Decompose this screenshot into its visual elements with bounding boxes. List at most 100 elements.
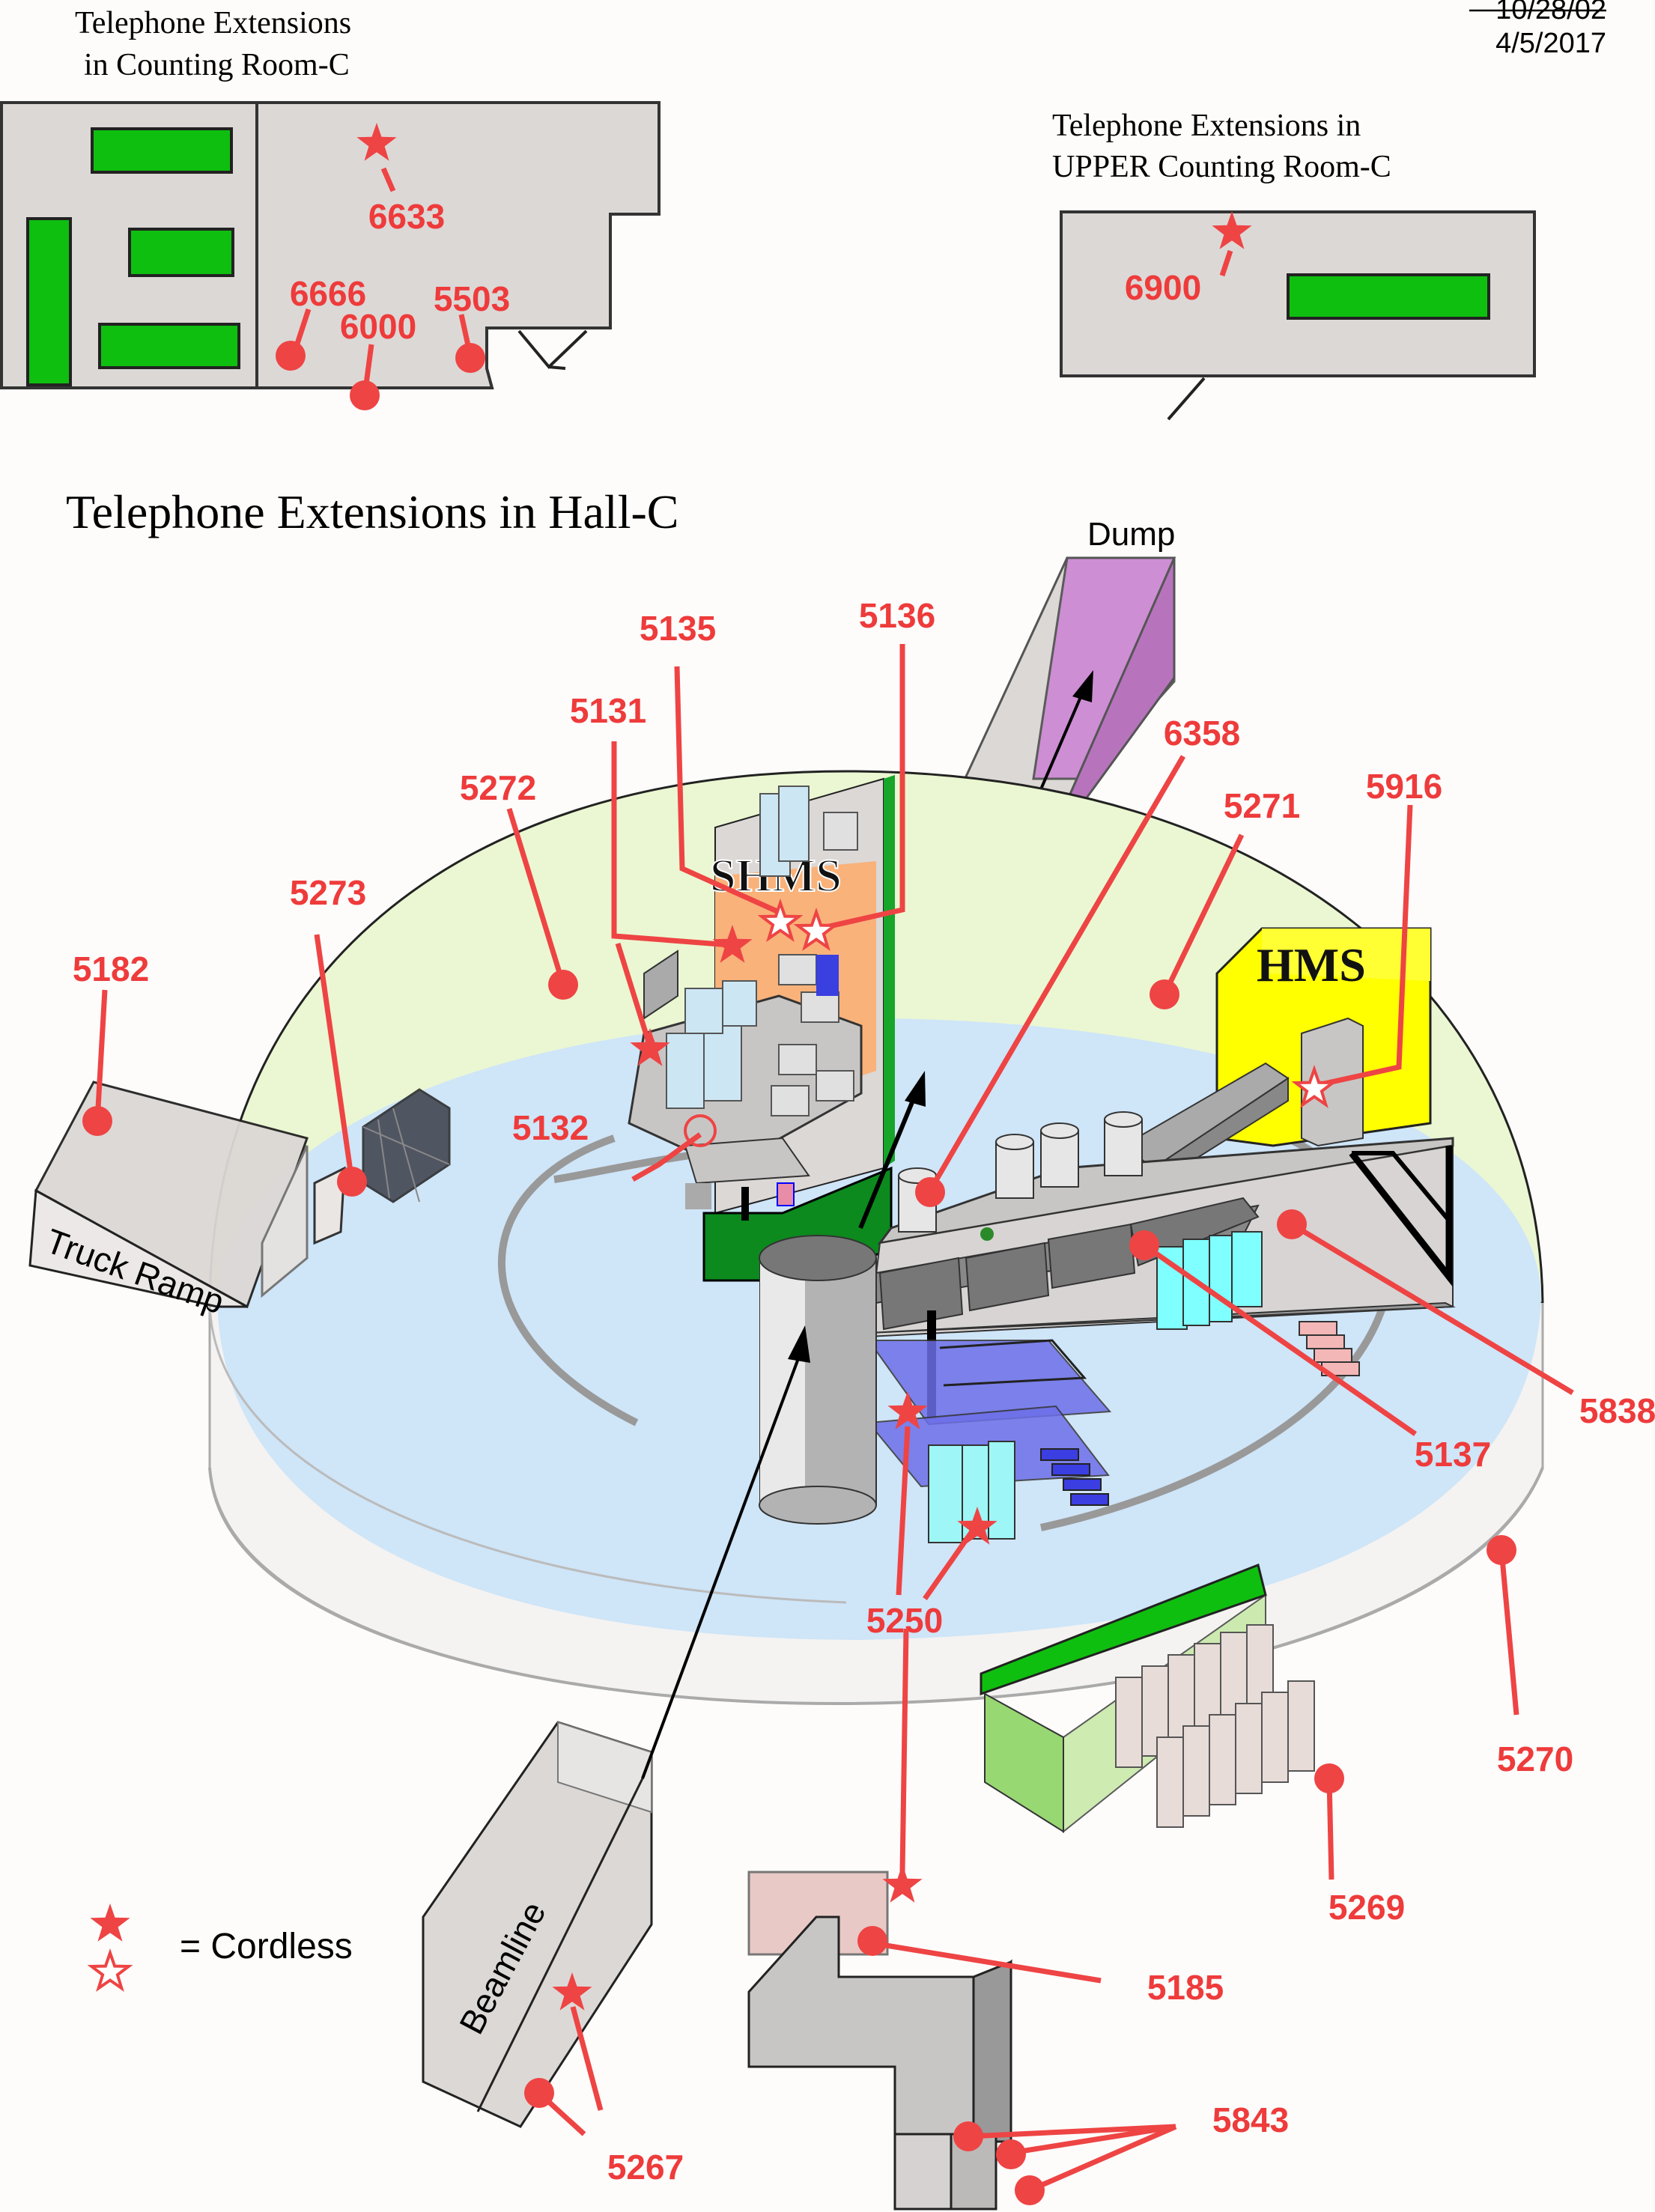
cordless-star-outline-icon [793, 907, 839, 952]
labyrinth-entrance [747, 1871, 1012, 2211]
phone-6666[interactable]: 6666 [276, 274, 366, 371]
cordless-star-icon [712, 925, 753, 963]
hall-title: Telephone Extensions in Hall-C [66, 485, 678, 538]
svg-text:5135: 5135 [640, 609, 716, 648]
svg-text:5843: 5843 [1212, 2100, 1289, 2139]
phone-dot-icon [1487, 1535, 1516, 1565]
cordless-star-icon [882, 1865, 923, 1903]
phone-dot-icon [82, 1106, 112, 1136]
svg-text:5916: 5916 [1366, 767, 1442, 806]
phone-dot-icon [337, 1167, 367, 1197]
hms-label: HMS [1257, 938, 1366, 991]
phone-5132[interactable]: 5132 [512, 1108, 717, 1182]
phone-6900[interactable]: 6900 [1125, 211, 1252, 307]
phone-dot-icon [1015, 2175, 1045, 2205]
phone-dot-icon [1129, 1230, 1159, 1260]
new-date: 4/5/2017 [1495, 28, 1606, 59]
phone-5843[interactable]: 5843 [953, 2100, 1289, 2205]
truck-ramp: Truck Ramp [28, 1081, 346, 1321]
cordless-star-icon [1212, 211, 1252, 249]
cordless-star-icon [887, 1391, 928, 1429]
phone-dot-icon [524, 2078, 554, 2108]
cordless-star-outline-icon [1291, 1064, 1337, 1109]
upper-room-floorplan [1060, 210, 1536, 421]
phone-5131[interactable]: 5131 [570, 691, 753, 1066]
cordless-star-icon [552, 1972, 592, 2011]
phone-5916[interactable]: 5916 [1291, 767, 1442, 1109]
svg-text:6633: 6633 [368, 197, 445, 236]
phone-dot-icon [953, 2121, 983, 2151]
cordless-star-outline-icon [87, 1948, 133, 1993]
svg-text:6666: 6666 [290, 274, 366, 313]
legend-label: = Cordless [180, 1927, 353, 1966]
phone-5271[interactable]: 5271 [1150, 786, 1300, 1009]
console-table [98, 323, 240, 369]
phone-dot-icon [996, 2139, 1026, 2169]
svg-text:5137: 5137 [1415, 1435, 1491, 1474]
phone-ring-icon [684, 1114, 717, 1147]
svg-text:6900: 6900 [1125, 268, 1201, 307]
svg-text:5838: 5838 [1579, 1391, 1655, 1430]
phone-dot-icon [915, 1177, 945, 1207]
phone-5838[interactable]: 5838 [1277, 1209, 1655, 1430]
phone-dot-icon [455, 343, 485, 373]
counting-room-title-2: in Counting Room-C [84, 48, 350, 82]
phone-dot-icon [857, 1926, 887, 1956]
phone-5137[interactable]: 5137 [1129, 1230, 1491, 1474]
cordless-star-icon [630, 1028, 670, 1066]
upper-room-title-1: Telephone Extensions in [1052, 109, 1361, 143]
svg-text:5273: 5273 [290, 873, 366, 912]
console-table [128, 228, 234, 277]
svg-text:5136: 5136 [859, 596, 935, 635]
dump-label: Dump [1087, 516, 1175, 553]
phone-5182[interactable]: 5182 [73, 949, 149, 1136]
hms-spectrometer: HMS [1122, 927, 1432, 1185]
svg-text:5267: 5267 [607, 2148, 684, 2187]
svg-text:5271: 5271 [1224, 786, 1300, 825]
svg-text:5132: 5132 [512, 1108, 589, 1147]
beamline: Beamline [422, 1325, 810, 2128]
phone-5272[interactable]: 5272 [460, 768, 578, 1000]
shield-house [980, 1563, 1315, 1834]
svg-text:6358: 6358 [1164, 714, 1240, 753]
old-date: 10/28/02 [1495, 0, 1606, 25]
phone-5185[interactable]: 5185 [857, 1628, 1224, 2007]
phone-5267[interactable]: 5267 [524, 1972, 684, 2187]
svg-text:5272: 5272 [460, 768, 536, 807]
phone-dot-icon [1314, 1763, 1344, 1793]
cordless-star-icon [90, 1903, 130, 1942]
phone-5269[interactable]: 5269 [1314, 1763, 1405, 1927]
phone-5273[interactable]: 5273 [290, 873, 367, 1197]
phone-dot-icon [276, 341, 306, 371]
legend: = Cordless [87, 1903, 353, 1993]
svg-text:6000: 6000 [340, 307, 416, 346]
phone-6633[interactable]: 6633 [356, 123, 445, 236]
phone-dot-icon [1150, 979, 1179, 1009]
svg-text:5131: 5131 [570, 691, 646, 730]
cordless-star-icon [957, 1507, 997, 1545]
svg-text:5182: 5182 [73, 949, 149, 988]
svg-text:5185: 5185 [1147, 1968, 1224, 2007]
counting-room-floorplan [0, 101, 661, 389]
pivot-platform [858, 1071, 1456, 1543]
phone-5503[interactable]: 5503 [434, 279, 510, 373]
svg-text:5270: 5270 [1497, 1739, 1573, 1778]
cordless-star-outline-icon [757, 898, 804, 943]
svg-text:5503: 5503 [434, 279, 510, 318]
phone-5136[interactable]: 5136 [793, 596, 935, 952]
console-table [26, 217, 72, 386]
phone-dot-icon [548, 970, 578, 1000]
phone-5270[interactable]: 5270 [1487, 1535, 1573, 1778]
upper-room-title-2: UPPER Counting Room-C [1052, 150, 1391, 184]
console-table [91, 127, 233, 174]
phone-dot-icon [1277, 1209, 1307, 1239]
phone-5135[interactable]: 5135 [640, 609, 804, 943]
svg-text:5269: 5269 [1328, 1888, 1405, 1927]
phone-6000[interactable]: 6000 [340, 307, 416, 410]
phone-dot-icon [350, 380, 380, 410]
target-pillar [759, 1235, 877, 1525]
cordless-star-icon [356, 123, 397, 161]
phone-6358[interactable]: 6358 [915, 714, 1240, 1207]
